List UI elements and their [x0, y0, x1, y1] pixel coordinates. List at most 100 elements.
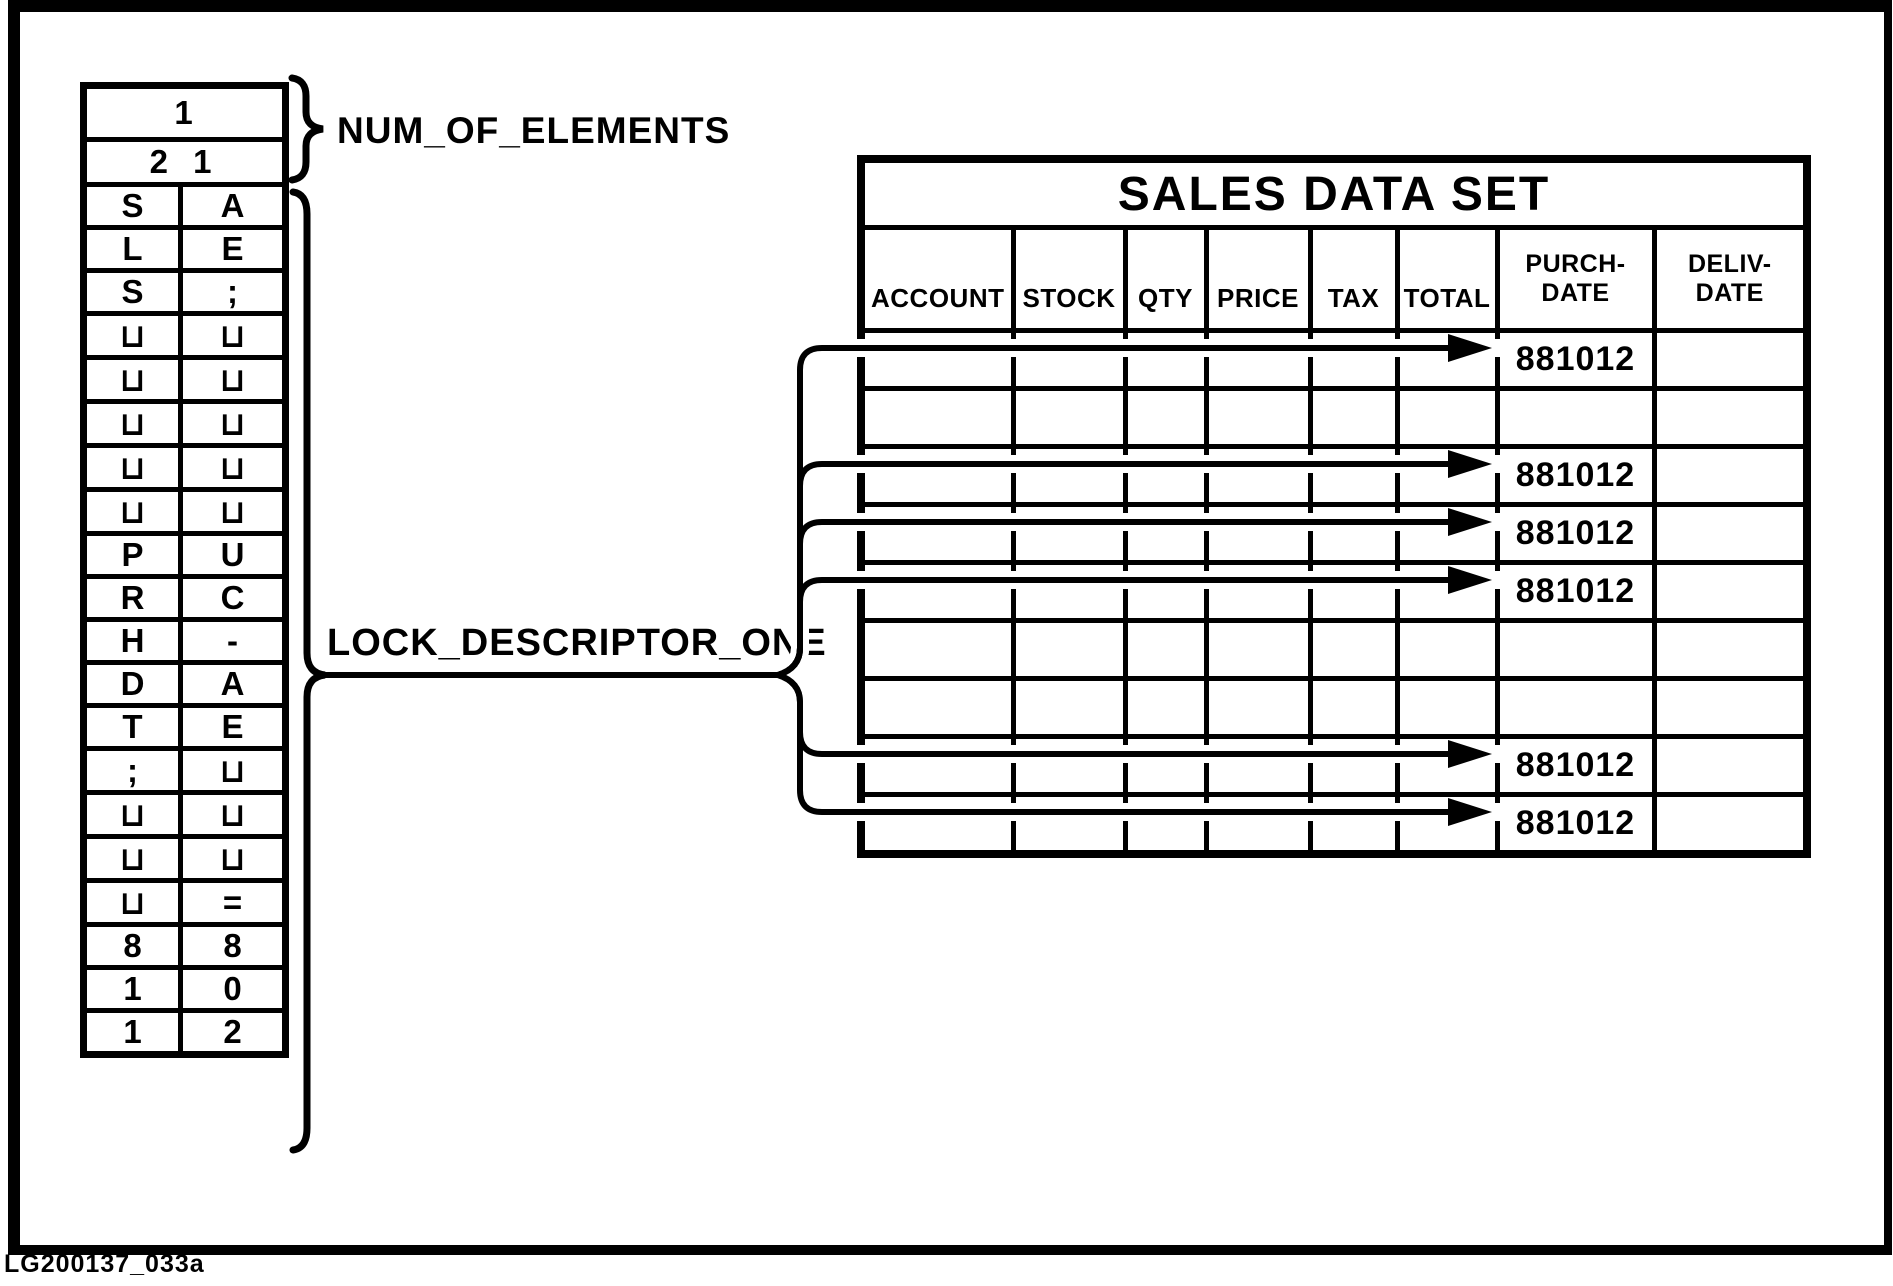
purch-date-cell: 881012 — [1494, 734, 1657, 797]
sales-row: 881012 — [858, 560, 1810, 623]
header-line: DATE — [1695, 279, 1764, 307]
descriptor-cell: ⊔ — [81, 487, 183, 536]
purch-date-cell: 881012 — [1494, 502, 1657, 565]
descriptor-cell: 8 — [178, 922, 288, 970]
deliv-date-cell — [1651, 676, 1810, 739]
descriptor-cell: ⊔ — [178, 355, 288, 404]
descriptor-cell: ⊔ — [178, 834, 288, 883]
char-pair-row: ⊔⊔ — [81, 834, 288, 883]
char-pair-row: ⊔= — [81, 878, 288, 927]
char-pair-row: ⊔⊔ — [81, 443, 288, 492]
descriptor-cell: 1 — [81, 965, 183, 1013]
descriptor-cell: R — [81, 574, 183, 622]
descriptor-cell: A — [178, 182, 288, 230]
descriptor-cell: C — [178, 574, 288, 622]
descriptor-cell: 8 — [81, 922, 183, 970]
descriptor-cell: 1 — [81, 83, 288, 142]
descriptor-cell: - — [178, 617, 288, 665]
descriptor-cell: E — [178, 703, 288, 751]
sales-row: 881012 — [858, 328, 1810, 391]
sales-row: 881012 — [858, 792, 1810, 857]
descriptor-cell: ⊔ — [81, 834, 183, 883]
descriptor-cell: E — [178, 225, 288, 273]
descriptor-cell: ⊔ — [178, 311, 288, 360]
descriptor-cell: ⊔ — [81, 443, 183, 492]
sales-row: 881012 — [858, 502, 1810, 565]
purch-date-cell — [1494, 618, 1657, 681]
sales-row — [858, 386, 1810, 449]
deliv-date-cell — [1651, 444, 1810, 507]
purch-date-cell — [1494, 676, 1657, 739]
descriptor-cell: D — [81, 660, 183, 708]
sales-data-set-table: SALES DATA SET ACCOUNT STOCK QTY PRICE T… — [857, 155, 1811, 858]
char-pair-row: ⊔⊔ — [81, 487, 288, 536]
header-line: PURCH- — [1525, 250, 1626, 279]
descriptor-cell: 2 1 — [81, 137, 288, 187]
char-pair-row: ⊔⊔ — [81, 311, 288, 360]
descriptor-cell: ⊔ — [81, 399, 183, 448]
descriptor-cell: S — [81, 182, 183, 230]
descriptor-cell: ⊔ — [178, 399, 288, 448]
descriptor-cell: = — [178, 878, 288, 927]
figure-frame — [8, 0, 1892, 1255]
descriptor-cell: ⊔ — [178, 487, 288, 536]
descriptor-cell: ⊔ — [81, 878, 183, 927]
deliv-date-cell — [1651, 502, 1810, 565]
char-pair-row: H- — [81, 617, 288, 665]
descriptor-cell: ⊔ — [81, 355, 183, 404]
descriptor-cell: ; — [81, 746, 183, 795]
header-line: DELIV- — [1687, 250, 1772, 279]
char-pair-row: ⊔⊔ — [81, 790, 288, 839]
deliv-date-cell — [1651, 792, 1810, 857]
char-pair-row: ⊔⊔ — [81, 355, 288, 404]
descriptor-cell: ⊔ — [178, 443, 288, 492]
descriptor-cell: L — [81, 225, 183, 273]
num-elements-row: 1 — [81, 83, 288, 142]
descriptor-cell: ⊔ — [81, 790, 183, 839]
purch-date-cell: 881012 — [1494, 444, 1657, 507]
deliv-date-cell — [1651, 386, 1810, 449]
column-header-deliv-date: DELIV- DATE — [1651, 225, 1810, 333]
descriptor-cell: ⊔ — [178, 790, 288, 839]
sales-row: 881012 — [858, 734, 1810, 797]
descriptor-cell: 1 — [81, 1008, 183, 1057]
column-header-purch-date: PURCH- DATE — [1494, 225, 1657, 333]
sales-header-row: ACCOUNT STOCK QTY PRICE TAX TOTAL PURCH-… — [858, 225, 1810, 333]
deliv-date-cell — [1651, 328, 1810, 391]
figure-id-label: LG200137_033a — [4, 1250, 205, 1278]
num-elements-row: 2 1 — [81, 137, 288, 187]
descriptor-cell: H — [81, 617, 183, 665]
purch-date-cell: 881012 — [1494, 328, 1657, 391]
descriptor-cell: T — [81, 703, 183, 751]
descriptor-cell: 0 — [178, 965, 288, 1013]
sales-row — [858, 676, 1810, 739]
column-header-price: PRICE — [1203, 225, 1313, 333]
column-header-account: ACCOUNT — [858, 225, 1016, 333]
descriptor-cell: S — [81, 268, 183, 316]
descriptor-cell: P — [81, 531, 183, 579]
descriptor-cell: ⊔ — [178, 746, 288, 795]
column-header-tax: TAX — [1307, 225, 1400, 333]
deliv-date-cell — [1651, 560, 1810, 623]
sales-row — [858, 618, 1810, 681]
column-header-stock: STOCK — [1010, 225, 1128, 333]
descriptor-cell: A — [178, 660, 288, 708]
descriptor-cell: ; — [178, 268, 288, 316]
sales-title-row: SALES DATA SET — [858, 156, 1810, 230]
num-of-elements-label: NUM_OF_ELEMENTS — [337, 110, 731, 151]
descriptor-cell: ⊔ — [81, 311, 183, 360]
char-pair-row: ;⊔ — [81, 746, 288, 795]
purch-date-cell: 881012 — [1494, 560, 1657, 623]
header-line: DATE — [1541, 279, 1610, 307]
lock-descriptor-one-label: LOCK_DESCRIPTOR_ONE — [327, 622, 827, 664]
purch-date-cell: 881012 — [1494, 792, 1657, 857]
